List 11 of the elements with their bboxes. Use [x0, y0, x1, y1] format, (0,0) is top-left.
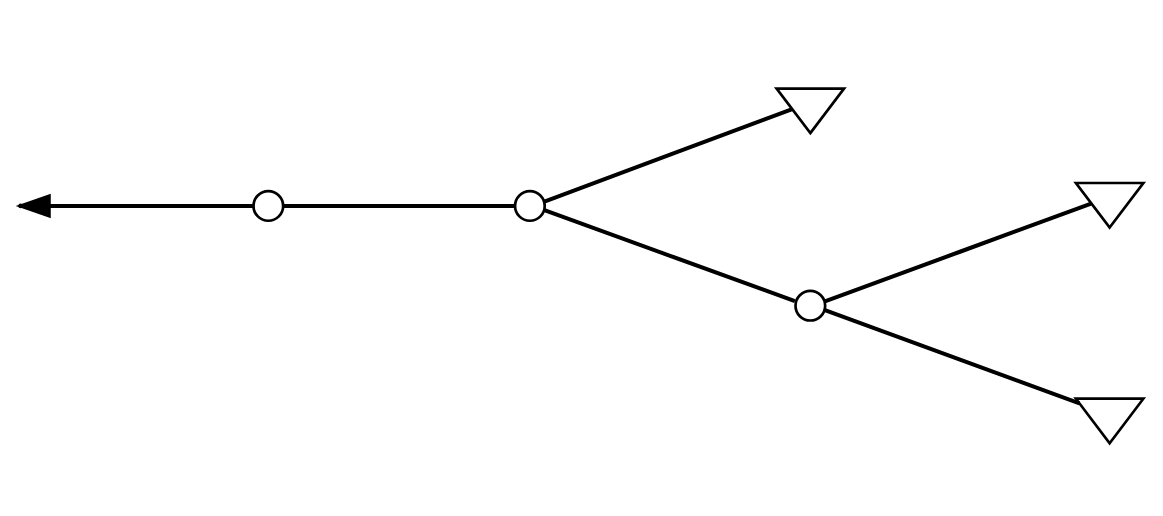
node-circle	[252, 189, 285, 222]
connector	[824, 201, 1092, 303]
node-picture	[1073, 181, 1147, 230]
connector	[543, 207, 796, 303]
node-circle	[794, 289, 827, 322]
connector	[283, 203, 515, 208]
node-circle	[513, 189, 547, 222]
node-picture	[773, 86, 847, 135]
connector	[824, 307, 1081, 405]
connector	[543, 107, 793, 203]
node-picture	[1073, 396, 1147, 445]
